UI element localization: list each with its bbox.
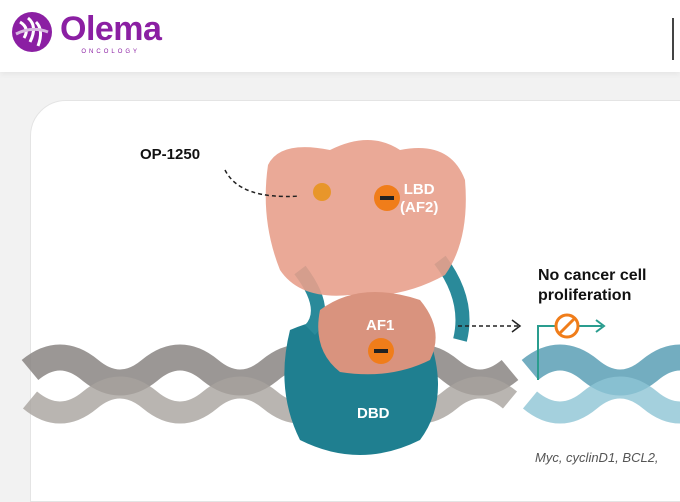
outcome-label: No cancer cell proliferation	[538, 266, 647, 306]
brand-name: Olema	[60, 9, 162, 48]
header-divider	[672, 18, 674, 60]
outcome-line-1: No cancer cell	[538, 267, 647, 284]
af1-domain	[318, 292, 436, 375]
brand-subtitle: ONCOLOGY	[81, 48, 141, 55]
af2-label: (AF2)	[400, 199, 439, 216]
no-symbol-icon	[554, 313, 580, 339]
target-genes: Myc, cyclinD1, BCL2,	[535, 450, 659, 465]
af1-label: AF1	[366, 317, 395, 334]
drug-label: OP-1250	[140, 146, 201, 163]
brand-wordmark: Olema ONCOLOGY	[60, 9, 162, 56]
lbd-label-group: LBD (AF2)	[400, 181, 438, 217]
logo-mark-icon	[12, 12, 52, 52]
lbd-label: LBD	[403, 181, 435, 198]
mechanism-diagram	[21, 140, 680, 455]
outcome-line-2: proliferation	[538, 287, 632, 304]
olema-logo[interactable]: Olema ONCOLOGY	[8, 8, 162, 58]
drug-molecule	[313, 183, 331, 201]
drug-pointer-arrow	[224, 169, 301, 198]
lbd-domain	[265, 140, 466, 296]
transcription-arrow	[537, 319, 606, 380]
dbd-label: DBD	[357, 405, 390, 422]
dna-helix-blue	[521, 344, 680, 424]
site-header: Olema ONCOLOGY	[0, 0, 680, 72]
